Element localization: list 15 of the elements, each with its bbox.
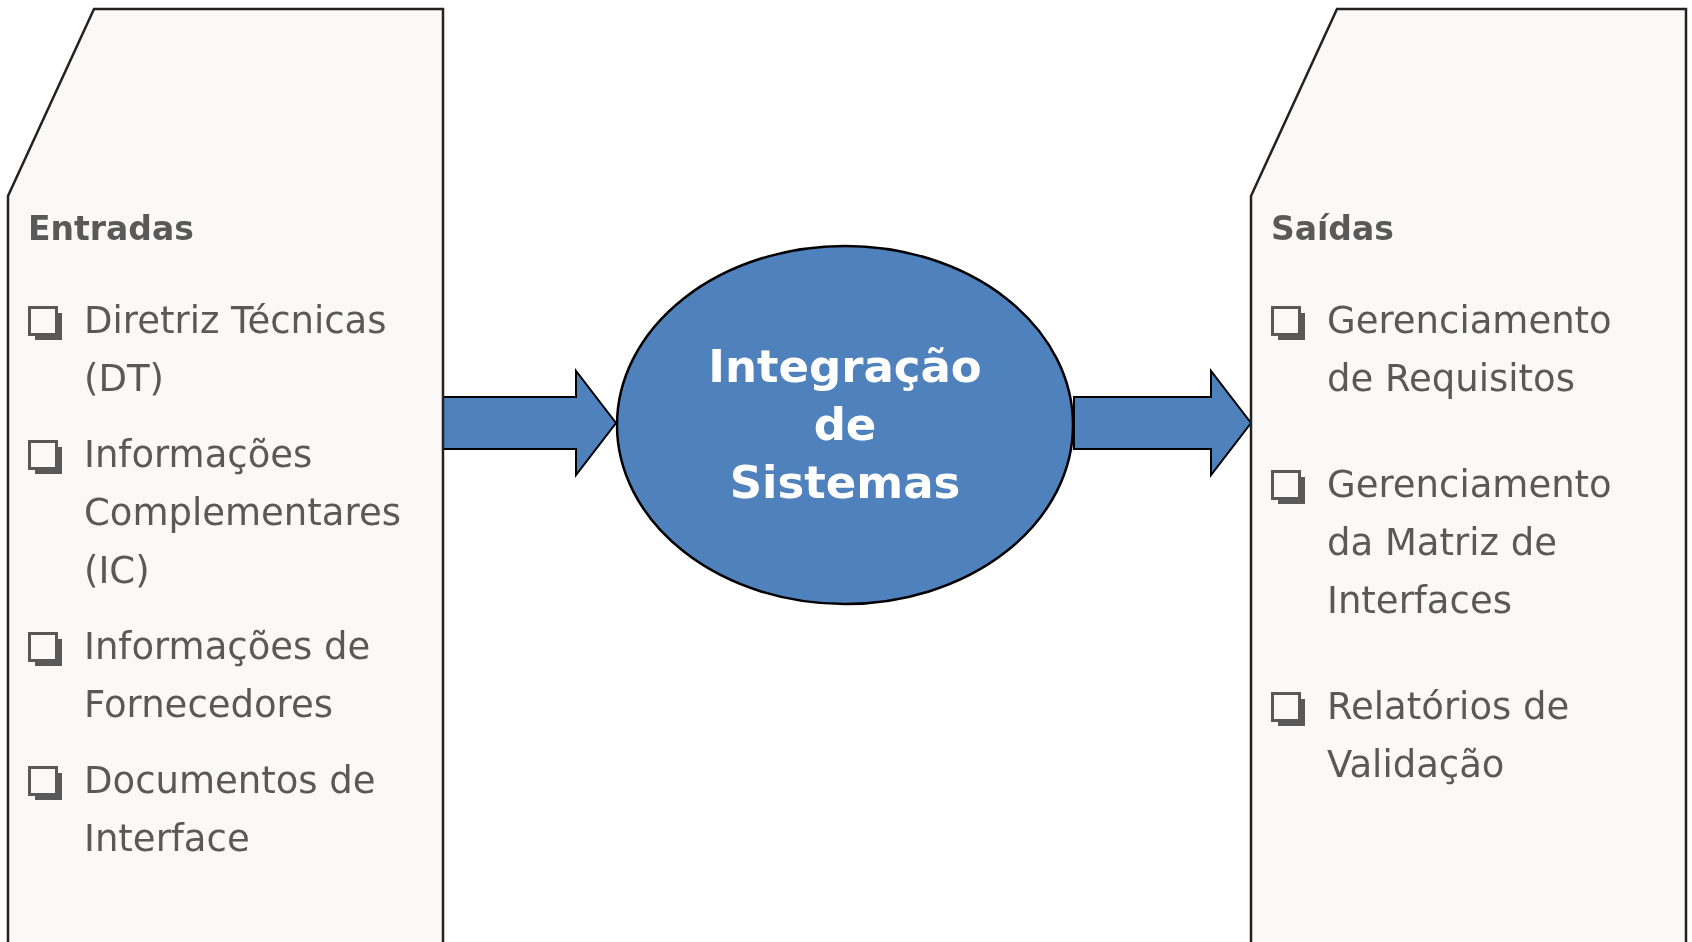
- process-ellipse: [616, 245, 1074, 605]
- list-item: Gerenciamento de Requisitos: [1327, 298, 1613, 402]
- block-arrow: [1073, 368, 1253, 478]
- output-panel: [1251, 9, 1686, 942]
- list-item: Relatórios de Validação: [1327, 684, 1571, 788]
- list-item: Gerenciamento da Matriz de Interfaces: [1327, 462, 1613, 624]
- panel-heading: Saídas: [1271, 209, 1394, 248]
- input-panel: [8, 9, 443, 942]
- list-item: Informações de Fornecedores: [84, 624, 372, 728]
- block-arrow: [442, 368, 618, 478]
- list-item: Informações Complementares (IC): [84, 432, 402, 594]
- process-label: Integração de Sistemas: [707, 339, 983, 511]
- list-item: Diretriz Técnicas (DT): [84, 298, 388, 402]
- panel-heading: Entradas: [28, 209, 194, 248]
- list-item: Documentos de Interface: [84, 758, 377, 862]
